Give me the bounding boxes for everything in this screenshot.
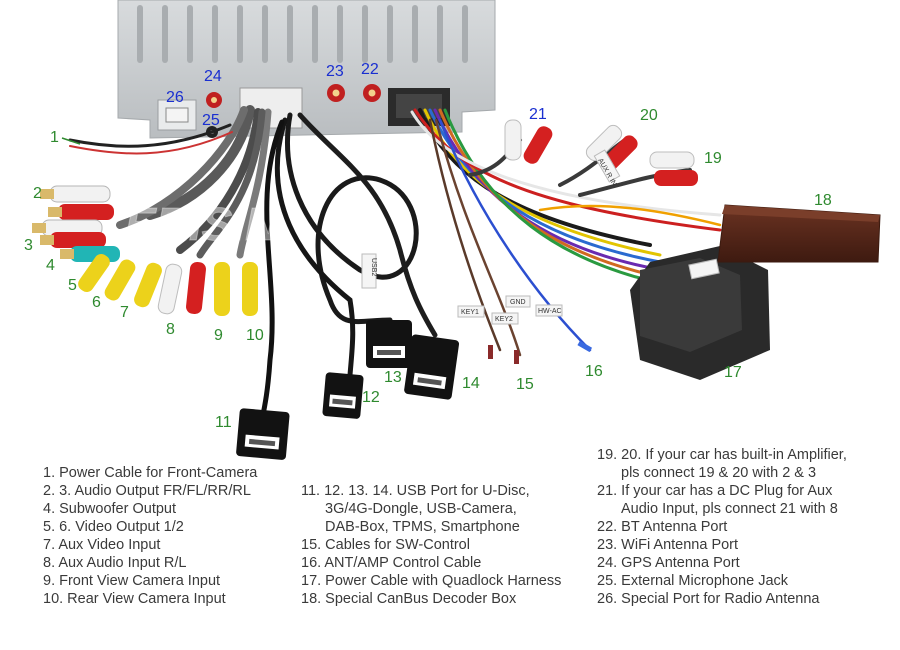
rca-yellow-icon	[78, 253, 110, 293]
callout-26: 26	[166, 89, 184, 106]
callout-7: 7	[120, 304, 129, 321]
rca-connectors-left	[32, 185, 258, 316]
wire-tips	[488, 340, 593, 364]
legend-column-1: 1. Power Cable for Front-Camera 2. 3. Au…	[43, 464, 257, 608]
callout-17: 17	[724, 364, 742, 381]
callout-14: 14	[462, 375, 480, 392]
callout-3: 3	[24, 237, 33, 254]
legend-item: 4. Subwoofer Output	[43, 501, 176, 517]
legend-item: 9. Front View Camera Input	[43, 573, 221, 589]
rca-cyan-icon	[60, 246, 120, 262]
callout-13: 13	[384, 369, 402, 386]
callout-18: 18	[814, 192, 832, 209]
rca-red-icon	[654, 170, 698, 186]
legend-item: 16. ANT/AMP Control Cable	[301, 555, 482, 571]
callout-21: 21	[529, 106, 547, 123]
quadlock-connector-icon	[630, 246, 770, 380]
callout-8: 8	[166, 321, 175, 338]
callout-2: 2	[33, 185, 42, 202]
legend-column-2: 11. 12. 13. 14. USB Port for U-Disc, 3G/…	[301, 482, 561, 608]
legend-item: Audio Input, pls connect 21 with 8	[621, 501, 838, 517]
watermark-logo: ERISIN	[125, 198, 279, 250]
cable-tags: USB2 AUX R IN KEY1 KEY2 GND HW-AC	[361, 149, 621, 325]
legend-item: 26. Special Port for Radio Antenna	[597, 591, 820, 607]
legend-item: pls connect 19 & 20 with 2 & 3	[621, 465, 817, 481]
legend-item: DAB-Box, TPMS, Smartphone	[325, 519, 520, 535]
legend-item: 5. 6. Video Output 1/2	[43, 519, 184, 535]
legend-item: 24. GPS Antenna Port	[597, 555, 740, 571]
legend-item: 25. External Microphone Jack	[597, 573, 789, 589]
tag-hw-ac: HW-AC	[538, 308, 562, 315]
legend-item: 7. Aux Video Input	[43, 537, 161, 553]
callout-12: 12	[362, 389, 380, 406]
callout-6: 6	[92, 294, 101, 311]
rca-red-icon	[40, 232, 106, 248]
rca-red-icon	[523, 126, 553, 164]
callout-24: 24	[204, 68, 222, 85]
rca-white-icon	[157, 263, 183, 315]
legend-item: 17. Power Cable with Quadlock Harness	[301, 573, 562, 589]
rca-yellow-icon	[134, 262, 162, 308]
callout-9: 9	[214, 327, 223, 344]
callout-5: 5	[68, 277, 77, 294]
legend-column-3: 19. 20. If your car has built-in Amplifi…	[597, 446, 847, 608]
legend-item: 15. Cables for SW-Control	[301, 537, 470, 553]
tag-gnd: GND	[510, 299, 526, 306]
callout-16: 16	[585, 363, 603, 380]
callout-15: 15	[516, 376, 534, 393]
rca-red-icon	[48, 204, 114, 220]
callout-22: 22	[361, 61, 379, 78]
rca-connectors-right	[504, 119, 698, 186]
callout-4: 4	[46, 257, 55, 274]
legend-item: 23. WiFi Antenna Port	[597, 537, 739, 553]
legend-item: 2. 3. Audio Output FR/FL/RR/RL	[43, 483, 251, 499]
legend-item: 11. 12. 13. 14. USB Port for U-Disc,	[301, 483, 530, 499]
callout-23: 23	[326, 63, 344, 80]
legend-item: 22. BT Antenna Port	[597, 519, 728, 535]
callout-19: 19	[704, 150, 722, 167]
wire-bundles	[68, 105, 722, 423]
callout-1: 1	[50, 129, 59, 146]
rca-white-icon	[40, 185, 111, 203]
legend-item: 18. Special CanBus Decoder Box	[301, 591, 517, 607]
rca-white-icon	[649, 151, 695, 169]
legend-item: 8. Aux Audio Input R/L	[43, 555, 187, 571]
tag-usb2: USB2	[370, 258, 377, 276]
rca-yellow-icon	[242, 262, 258, 316]
sma-antenna-port-icon	[206, 84, 381, 138]
rca-white-icon	[585, 124, 623, 162]
rca-red-icon	[186, 261, 206, 315]
legend-item: 3G/4G-Dongle, USB-Camera,	[325, 501, 517, 517]
canbus-box-icon	[717, 204, 881, 263]
callout-1-leader	[61, 137, 81, 145]
callout-20: 20	[640, 107, 658, 124]
legend-item: 19. 20. If your car has built-in Amplifi…	[597, 447, 847, 463]
legend-item: 1. Power Cable for Front-Camera	[43, 465, 258, 481]
legend-item: 10. Rear View Camera Input	[43, 591, 226, 607]
tag-key2: KEY2	[495, 316, 513, 323]
usb-connector-icon	[236, 320, 460, 460]
rca-yellow-icon	[214, 262, 230, 316]
rca-yellow-icon	[104, 259, 136, 301]
callout-10: 10	[246, 327, 264, 344]
legend-item: 21. If your car has a DC Plug for Aux	[597, 483, 833, 499]
callout-25: 25	[202, 112, 220, 129]
callout-11: 11	[215, 414, 232, 431]
tag-key1: KEY1	[461, 309, 479, 316]
rca-white-icon	[504, 119, 522, 161]
